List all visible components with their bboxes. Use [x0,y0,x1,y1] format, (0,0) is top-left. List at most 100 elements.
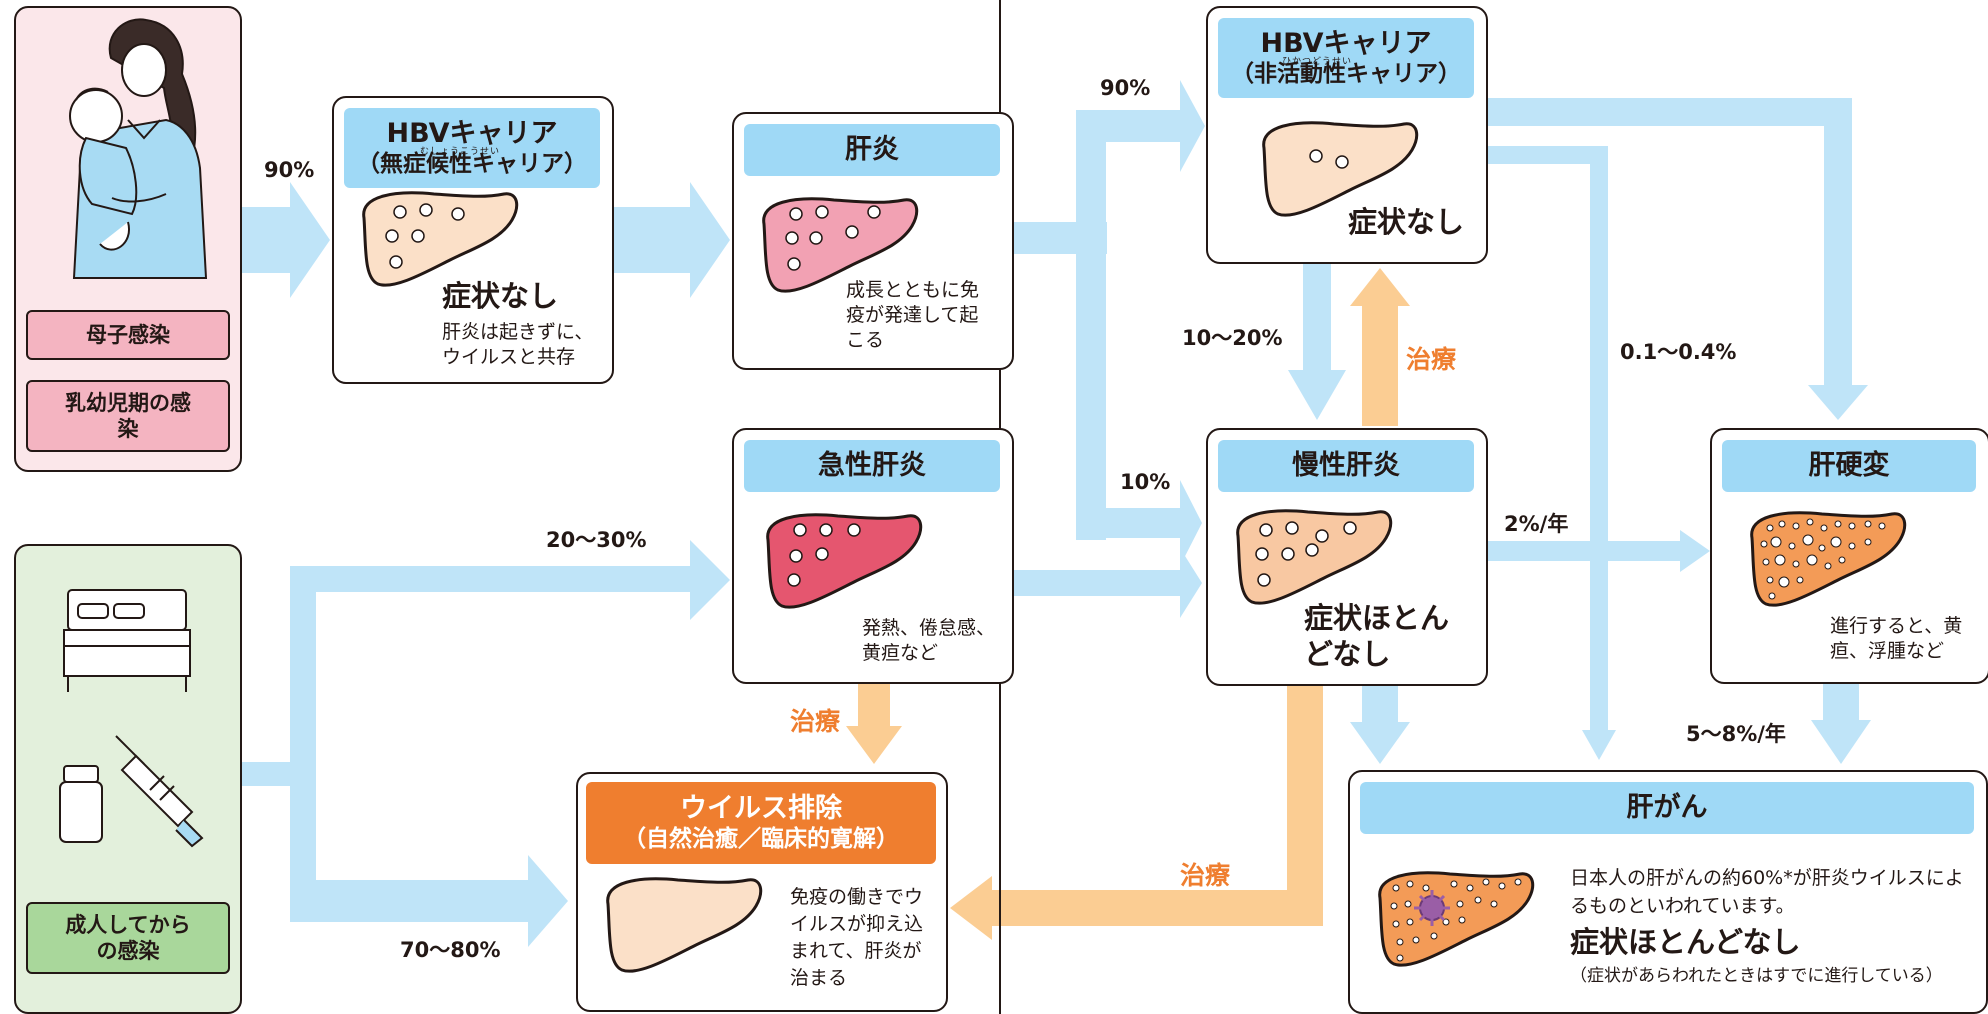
arrow-adult-to-elim-shaft [290,880,530,922]
hepatitis-header: 肝炎 [744,124,1000,176]
acute-hepatitis-header: 急性肝炎 [744,440,1000,492]
arrow-chronic-to-cirrhosis-shaft [1485,541,1685,561]
rate-chronic-to-cirrhosis: 2%/年 [1504,512,1569,536]
arrow-inactive-to-cirrhosis-v [1824,98,1852,388]
acute-hepatitis-note: 発熱、倦怠感、黄疸など [862,617,996,664]
adult-infection-label: 成人してからの感染 [26,902,230,974]
arrow-adult-to-acute-head [690,540,730,620]
liver-acute-icon [766,513,923,609]
arrow-adult-outlet [240,762,292,786]
carrier-asymptomatic-status: 症状なし [442,279,559,313]
arrow-inactive-to-cancer-v [1590,146,1608,736]
virus-elimination-subtitle: （自然治癒／臨床的寛解） [623,826,899,852]
arrow-to-chronic-head [1180,480,1202,566]
cirrhosis-note: 進行すると、黄疸、浮腫など [1830,615,1963,662]
arrow-inactive-to-chronic-shaft [1303,260,1331,370]
liver-cancer-status: 症状ほとんどなし [1570,925,1801,959]
arrow-acute-to-chronic-head [1180,548,1202,618]
carrier-asymptomatic-card: HBVキャリア （無症候性キャリア） むしょうこうせい 症状なし 肝炎は起きずに… [332,96,614,384]
hepatitis-note: 成長とともに免疫が発達して起こる [846,279,980,351]
hepatitis-title: 肝炎 [845,134,899,165]
arrow-treatment-chronic-up-shaft [1362,306,1398,426]
mother-child-infection-label: 母子感染 [26,310,230,360]
rate-inactive-to-chronic: 10〜20% [1182,326,1283,350]
arrow-branch-trunk [1076,110,1106,540]
acute-hepatitis-card: 急性肝炎 発熱、倦怠感、黄疸など [732,428,1014,684]
liver-hepatitis-icon [762,197,919,293]
liver-healthy-icon [606,877,763,973]
arrow-treatment-acute-shaft [858,680,890,728]
treatment-label-acute: 治療 [790,707,841,736]
mother-baby-illustration [69,18,208,279]
arrow-carrier-to-hepatitis [610,182,730,298]
arrow-chronic-to-cirrhosis-head [1680,530,1710,572]
acute-hepatitis-title: 急性肝炎 [818,450,926,481]
rate-mother-to-carrier: 90% [264,158,315,182]
carrier-asymptomatic-ruby: むしょうこうせい [420,147,501,157]
arrow-treatment-chronic-head [950,876,992,940]
rate-cirrhosis-to-cancer: 5〜8%/年 [1686,722,1786,746]
arrow-inactive-to-cirrhosis-head [1808,385,1868,420]
virus-elimination-card: ウイルス排除 （自然治癒／臨床的寛解） 免疫の働きでウイルスが抑え込まれて、肝炎… [576,772,948,1012]
rate-to-chronic: 10% [1120,470,1171,494]
treatment-label-chronic-down: 治療 [1180,861,1231,890]
arrow-to-chronic-shaft [1076,508,1186,538]
rate-adult-to-acute: 20〜30% [546,528,647,552]
liver-cancer-icon [1378,871,1535,967]
arrow-adult-to-elim-head [528,855,568,947]
chronic-hepatitis-title: 慢性肝炎 [1292,450,1400,481]
tumor-icon [1414,890,1450,926]
mother-child-panel: 母子感染 乳幼児期の感染 [14,6,242,472]
arrow-treatment-chronic-down [1287,682,1323,926]
liver-cancer-footnote: （症状があらわれたときはすでに進行している） [1570,966,1943,986]
arrow-to-inactive-head [1180,80,1205,172]
arrow-chronic-to-cancer-shaft [1362,684,1398,724]
liver-cancer-title: 肝がん [1626,792,1708,823]
virus-elimination-title: ウイルス排除 [680,793,842,824]
carrier-asymptomatic-note: 肝炎は起きずに、ウイルスと共存 [442,321,594,368]
arrow-cirrhosis-to-cancer-head [1811,720,1871,764]
carrier-inactive-header: HBVキャリア （非活動性キャリア） [1218,18,1474,98]
arrow-treatment-chronic-up-head [1350,268,1410,306]
arrow-adult-to-acute-shaft [290,566,690,592]
infancy-infection-label: 乳幼児期の感染 [26,380,230,452]
arrow-adult-trunk [290,566,316,922]
arrow-chronic-to-cancer-head [1350,722,1410,764]
arrow-treatment-acute-head [846,726,902,764]
arrow-acute-to-chronic-shaft [1012,570,1187,596]
carrier-inactive-ruby: ひかつどうせい [1282,57,1353,67]
hepatitis-card: 肝炎 成長とともに免疫が発達して起こる [732,112,1014,370]
arrow-treatment-chronic-left [990,890,1323,926]
carrier-asymptomatic-header: HBVキャリア （無症候性キャリア） [344,108,600,188]
carrier-asymptomatic-title: HBVキャリア [386,118,558,149]
chronic-hepatitis-status: 症状ほとんどなし [1304,601,1450,671]
rate-adult-to-elimination: 70〜80% [400,938,501,962]
virus-elimination-note: 免疫の働きでウイルスが抑え込まれて、肝炎が治まる [790,886,924,989]
carrier-inactive-status: 症状なし [1348,205,1465,239]
liver-cancer-header: 肝がん [1360,782,1974,834]
liver-cancer-note: 日本人の肝がんの約60%*が肝炎ウイルスによるものといわれています。 [1570,867,1964,917]
carrier-asymptomatic-subtitle: （無症候性キャリア） [357,151,587,177]
liver-inactive-icon [1262,121,1419,217]
bed-illustration [63,589,191,692]
cirrhosis-card: 肝硬変 進行すると、黄疸、浮腫など [1710,428,1988,684]
arrow-cirrhosis-to-cancer-shaft [1823,682,1859,722]
arrow-inactive-to-cancer-head [1582,730,1616,760]
liver-cancer-card: 肝がん 日本人の肝がんの約60%*が肝炎ウイルスによるものといわれています。 症… [1348,770,1988,1014]
virus-elimination-header: ウイルス排除 （自然治癒／臨床的寛解） [586,782,936,864]
arrow-inactive-to-cancer-h [1487,146,1607,164]
arrow-mother-to-carrier [240,182,330,298]
syringe-icon [59,735,204,848]
chronic-hepatitis-header: 慢性肝炎 [1218,440,1474,492]
carrier-inactive-card: HBVキャリア （非活動性キャリア） ひかつどうせい 症状なし [1206,6,1488,264]
rate-to-inactive: 90% [1100,76,1151,100]
arrow-to-inactive-shaft [1076,110,1186,142]
carrier-inactive-subtitle: （非活動性キャリア） [1231,61,1461,87]
liver-asymptomatic-icon [362,191,519,287]
cirrhosis-header: 肝硬変 [1722,440,1976,492]
arrow-inactive-to-chronic-head [1288,370,1346,420]
carrier-inactive-title: HBVキャリア [1260,28,1432,59]
cirrhosis-title: 肝硬変 [1808,450,1890,481]
liver-cirrhosis-icon [1750,511,1907,607]
